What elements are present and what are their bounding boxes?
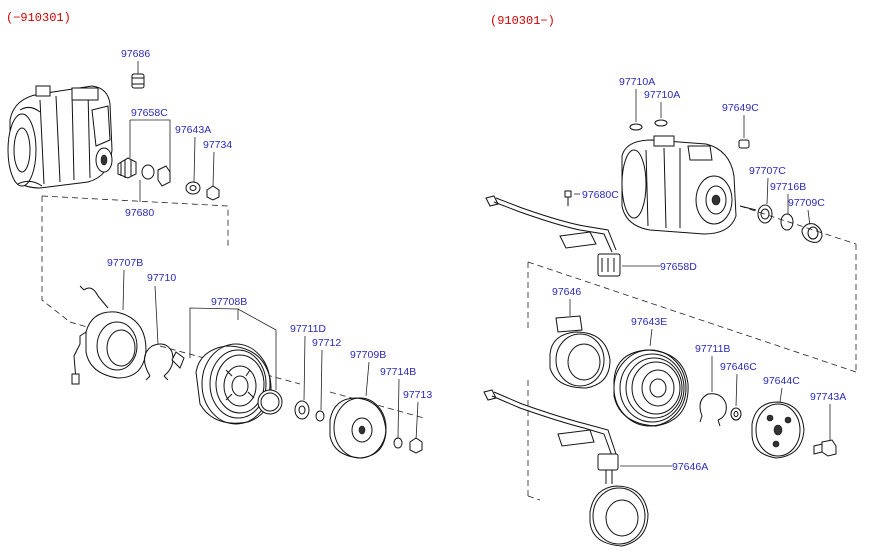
part-97644C-clutch-hub	[751, 401, 805, 459]
label-97712[interactable]: 97712	[312, 337, 341, 349]
label-97709B[interactable]: 97709B	[350, 349, 386, 361]
part-97708B-pulley	[171, 343, 283, 425]
label-97714B[interactable]: 97714B	[380, 366, 416, 378]
part-97711B-snap-ring	[699, 393, 727, 427]
label-97646C[interactable]: 97646C	[720, 361, 757, 373]
part-97710A-oring-1	[629, 123, 643, 131]
part-97658C-valve	[117, 157, 171, 187]
label-97734[interactable]: 97734	[203, 139, 232, 151]
part-97646-field-coil	[549, 315, 611, 389]
compressor-left	[7, 85, 113, 189]
part-97711D-shim	[294, 400, 310, 420]
label-97711D[interactable]: 97711D	[290, 323, 326, 335]
part-97649C-plug	[738, 139, 750, 149]
label-97646A[interactable]: 97646A	[672, 461, 708, 473]
label-97710[interactable]: 97710	[147, 272, 176, 284]
label-97643E[interactable]: 97643E	[631, 316, 667, 328]
label-97716B[interactable]: 97716B	[770, 181, 806, 193]
part-97707B-field-coil	[71, 285, 147, 385]
part-97712-washer	[315, 410, 325, 422]
part-97658D-harness	[485, 195, 621, 277]
part-97680C-screw	[564, 190, 572, 206]
part-97709C-cap	[801, 223, 823, 243]
left-version-header: (−910301)	[6, 11, 71, 25]
label-97646[interactable]: 97646	[552, 286, 581, 298]
label-97643A[interactable]: 97643A	[175, 124, 211, 136]
part-97743A-bolt	[813, 439, 837, 457]
part-97643A-ring	[185, 181, 201, 195]
label-97707B[interactable]: 97707B	[107, 257, 143, 269]
label-97680[interactable]: 97680	[125, 207, 154, 219]
label-97707C[interactable]: 97707C	[749, 165, 786, 177]
part-97710-snap-ring	[144, 343, 174, 381]
part-97734-nut	[206, 185, 220, 201]
part-97710A-oring-2	[654, 119, 668, 127]
part-97716B-snap-ring	[780, 213, 794, 231]
right-version-header: (910301−)	[490, 14, 555, 28]
label-97708B[interactable]: 97708B	[211, 296, 247, 308]
label-97680C[interactable]: 97680C	[582, 189, 619, 201]
label-97710A-1[interactable]: 97710A	[619, 76, 655, 88]
label-97743A[interactable]: 97743A	[810, 391, 846, 403]
compressor-right	[621, 135, 757, 235]
label-97711B[interactable]: 97711B	[695, 343, 730, 355]
label-97644C[interactable]: 97644C	[763, 375, 800, 387]
label-97713[interactable]: 97713	[403, 389, 432, 401]
label-97658D[interactable]: 97658D	[660, 261, 697, 273]
part-97713-bolt	[409, 437, 423, 454]
part-97707C-ring	[757, 204, 773, 224]
part-97646C-shim	[730, 407, 742, 421]
label-97658C[interactable]: 97658C	[131, 107, 168, 119]
part-97686-cap	[131, 73, 145, 89]
part-97646A-field-coil	[483, 389, 649, 547]
part-97709B-clutch-hub	[329, 397, 387, 459]
part-97714B-spacer	[393, 437, 403, 449]
part-97643E-pulley	[613, 349, 689, 427]
label-97649C[interactable]: 97649C	[722, 102, 759, 114]
label-97709C[interactable]: 97709C	[788, 197, 825, 209]
label-97686[interactable]: 97686	[121, 48, 150, 60]
label-97710A-2[interactable]: 97710A	[644, 89, 680, 101]
